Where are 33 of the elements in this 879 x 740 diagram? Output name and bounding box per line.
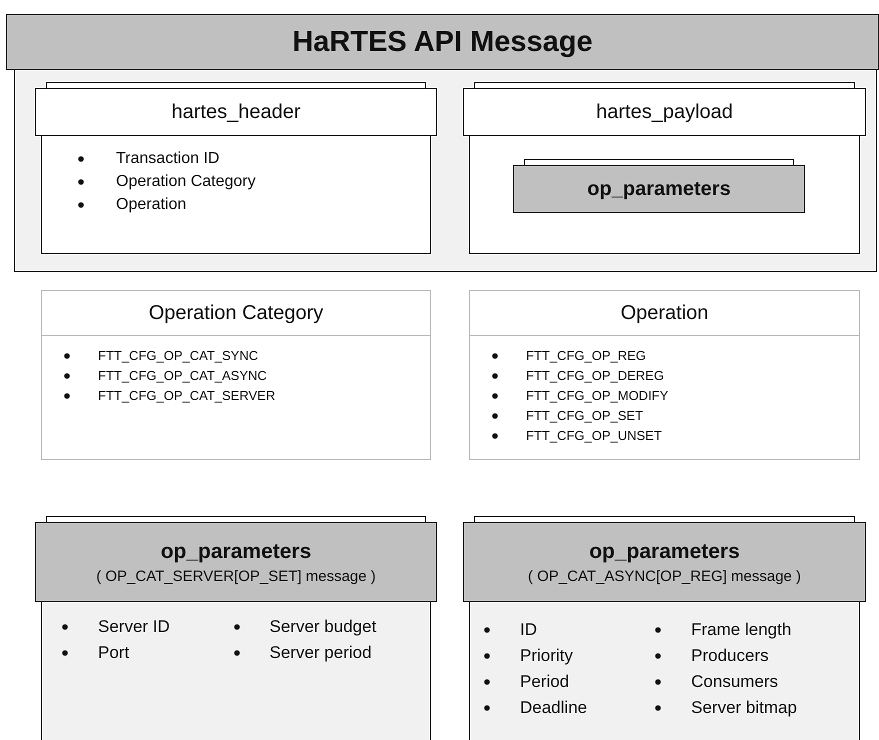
list-item: Frame length [691, 620, 792, 640]
box-title: op_parameters [587, 178, 731, 200]
list-item: FTT_CFG_OP_DEREG [526, 368, 664, 383]
list-item: FTT_CFG_OP_CAT_ASYNC [98, 368, 267, 383]
box-title: op_parameters [160, 540, 312, 564]
list-item: Operation [116, 196, 186, 214]
title-bar: HaRTES API Message [6, 14, 879, 70]
list-item: Period [520, 672, 570, 692]
list-item: Transaction ID [116, 150, 220, 168]
list-item: FTT_CFG_OP_CAT_SERVER [98, 388, 276, 403]
list-item: ID [520, 620, 537, 640]
box-title: Operation Category [42, 291, 430, 336]
list-item: FTT_CFG_OP_CAT_SYNC [98, 348, 258, 363]
list-item: Producers [691, 646, 769, 666]
list-item: FTT_CFG_OP_UNSET [526, 428, 662, 443]
list-item: Server budget [270, 617, 376, 637]
box-title: Operation [470, 291, 859, 336]
box-title: op_parameters [589, 540, 740, 564]
list-item: Operation Category [116, 173, 256, 191]
list-item: Priority [520, 646, 573, 666]
list-item: Server period [270, 643, 372, 663]
box-subtitle: ( OP_CAT_ASYNC[OP_REG] message ) [528, 568, 802, 584]
list-item: FTT_CFG_OP_MODIFY [526, 388, 668, 403]
box-title: hartes_payload [596, 100, 733, 124]
list-item: Server ID [98, 617, 170, 637]
list-item: FTT_CFG_OP_REG [526, 348, 646, 363]
list-item: Port [98, 643, 130, 663]
list-item: Consumers [691, 672, 778, 692]
list-item: Deadline [520, 698, 588, 718]
list-item: Server bitmap [691, 698, 797, 718]
list-item: FTT_CFG_OP_SET [526, 408, 644, 423]
box-subtitle: ( OP_CAT_SERVER[OP_SET] message ) [96, 568, 376, 584]
box-title: hartes_header [172, 100, 300, 124]
